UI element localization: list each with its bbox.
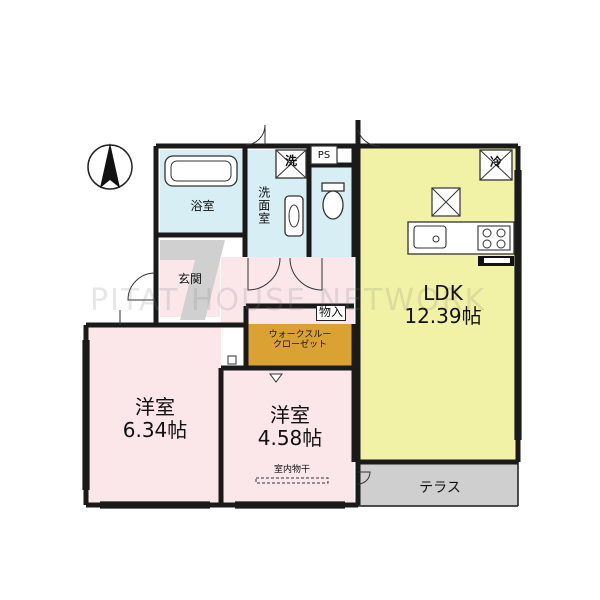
bath-label: 浴室 bbox=[190, 199, 215, 213]
closet-label: ウォークスルー クローゼット bbox=[254, 330, 346, 351]
indoor-drying-label: 室内物干 bbox=[273, 465, 310, 475]
entrance-label: 玄関 bbox=[177, 272, 202, 286]
wash-basin-icon bbox=[284, 195, 304, 237]
washer-mark: 洗 bbox=[284, 154, 297, 168]
ps-label: PS bbox=[317, 150, 331, 161]
western-room-1-label: 洋室 6.34帖 bbox=[100, 396, 210, 442]
fridge-mark: 冷 bbox=[489, 155, 502, 169]
terrace-label: テラス bbox=[419, 480, 461, 496]
door-swings bbox=[119, 124, 381, 485]
ldk-size: 12.39帖 bbox=[404, 304, 482, 328]
windows bbox=[82, 170, 522, 509]
toilet-tank-icon bbox=[321, 182, 345, 192]
western-room-2-label: 洋室 4.58帖 bbox=[235, 404, 345, 450]
western-room-2-name: 洋室 bbox=[270, 403, 310, 427]
ldk-label: LDK 12.39帖 bbox=[388, 282, 498, 328]
western-room-1-name: 洋室 bbox=[135, 395, 175, 419]
closet-label-line1: ウォークスルー bbox=[268, 330, 332, 340]
ldk-name: LDK bbox=[423, 281, 463, 305]
western-room-2-area bbox=[221, 368, 354, 503]
closet-area bbox=[246, 324, 354, 368]
stove-icon bbox=[477, 225, 511, 251]
ps-box bbox=[310, 145, 338, 165]
kitchen-counter bbox=[407, 221, 515, 255]
terrace-area bbox=[358, 462, 518, 506]
north-arrow-icon bbox=[87, 143, 133, 190]
watermark: PITAT HOUSE NETWORK bbox=[90, 283, 487, 318]
western-room-1-size: 6.34帖 bbox=[122, 418, 188, 442]
entrance-step bbox=[180, 240, 225, 320]
drying-rail bbox=[255, 477, 329, 484]
kitchen-sink-icon bbox=[413, 225, 447, 249]
western-room-1-area bbox=[88, 325, 221, 503]
western-room-2-size: 4.58帖 bbox=[257, 426, 323, 450]
bathtub-icon bbox=[164, 155, 238, 187]
shoe-area bbox=[160, 240, 200, 260]
washroom-label: 洗面室 bbox=[256, 186, 271, 225]
closet-label-line2: クローゼット bbox=[272, 340, 327, 351]
toilet-icon bbox=[322, 190, 344, 220]
storage-label: 物入 bbox=[316, 305, 347, 321]
